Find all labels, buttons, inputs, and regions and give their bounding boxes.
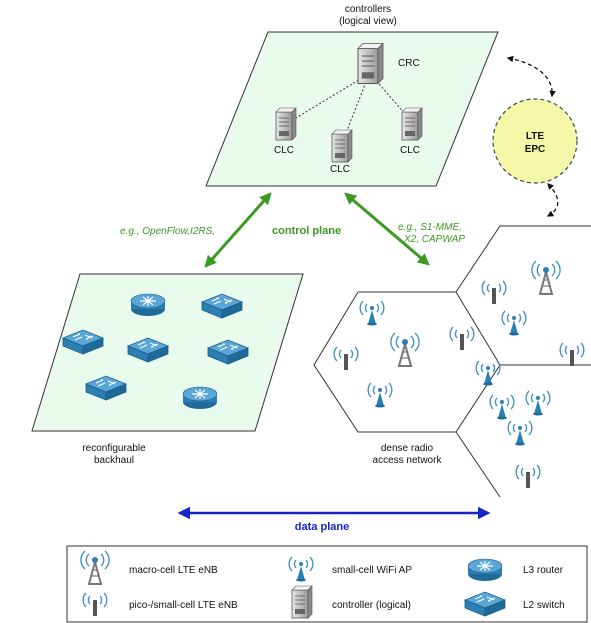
ran-label-line1: dense radio [381,443,434,454]
pico-cell-icon [333,346,359,371]
l3-router-icon [182,386,218,410]
pico-cell-icon [559,342,585,367]
crc-controller-icon [357,42,384,85]
pico-cell-icon [449,326,475,351]
control-right-note-line1: e.g., S1-MME, [398,222,462,233]
controllers-title: controllers [345,4,391,15]
clc-label-2: CLC [330,164,350,175]
control-plane-label: control plane [272,225,341,237]
control-left-note: e.g., OpenFlow,I2RS, [120,226,215,237]
wifi-ap-icon [501,310,527,337]
legend-controller-label: controller (logical) [332,600,411,611]
wifi-ap-icon [359,300,385,327]
pico-cell-icon [481,280,507,305]
epc-controller-arrow [506,55,556,98]
data-plane-label: data plane [295,521,349,533]
legend-macro-label: macro-cell LTE eNB [129,565,218,576]
legend-wifi-label: small-cell WiFi AP [332,565,412,576]
backhaul-label-line1: reconfigurable [82,443,146,454]
wifi-ap-icon [475,360,501,387]
clc-label-1: CLC [274,145,294,156]
macro-cell-lte-enb-icon [389,332,421,367]
macro-cell-lte-enb-icon [530,260,562,295]
control-arrow-left [204,192,272,268]
wifi-ap-icon [367,382,393,409]
wifi-ap-icon [507,420,533,447]
lte-epc-node [492,98,578,184]
l3-router-icon [130,293,166,317]
control-arrow-right [344,192,430,266]
epc-ran-arrow [546,183,559,217]
pico-cell-icon [515,464,541,489]
wifi-ap-icon [525,390,551,417]
controller-icon [291,585,313,619]
controllers-panel [205,31,499,187]
clc-controller-icon [331,129,353,163]
legend-router-label: L3 router [523,565,564,576]
crc-label: CRC [398,58,420,69]
epc-label-line2: EPC [525,144,546,155]
ran-label-line2: access network [373,455,443,466]
epc-label-line1: LTE [526,131,544,142]
legend-switch-label: L2 switch [523,600,565,611]
wifi-ap-icon [489,394,515,421]
controllers-subtitle: (logical view) [339,16,397,27]
legend-pico-label: pico-/small-cell LTE eNB [129,600,238,611]
ran-cells [313,225,591,498]
backhaul-label-line2: backhaul [94,455,134,466]
clc-controller-icon [401,107,423,141]
clc-controller-icon [275,107,297,141]
control-right-note-line2: X2, CAPWAP [403,234,465,245]
l3-router-icon [467,558,503,582]
clc-label-3: CLC [400,145,420,156]
